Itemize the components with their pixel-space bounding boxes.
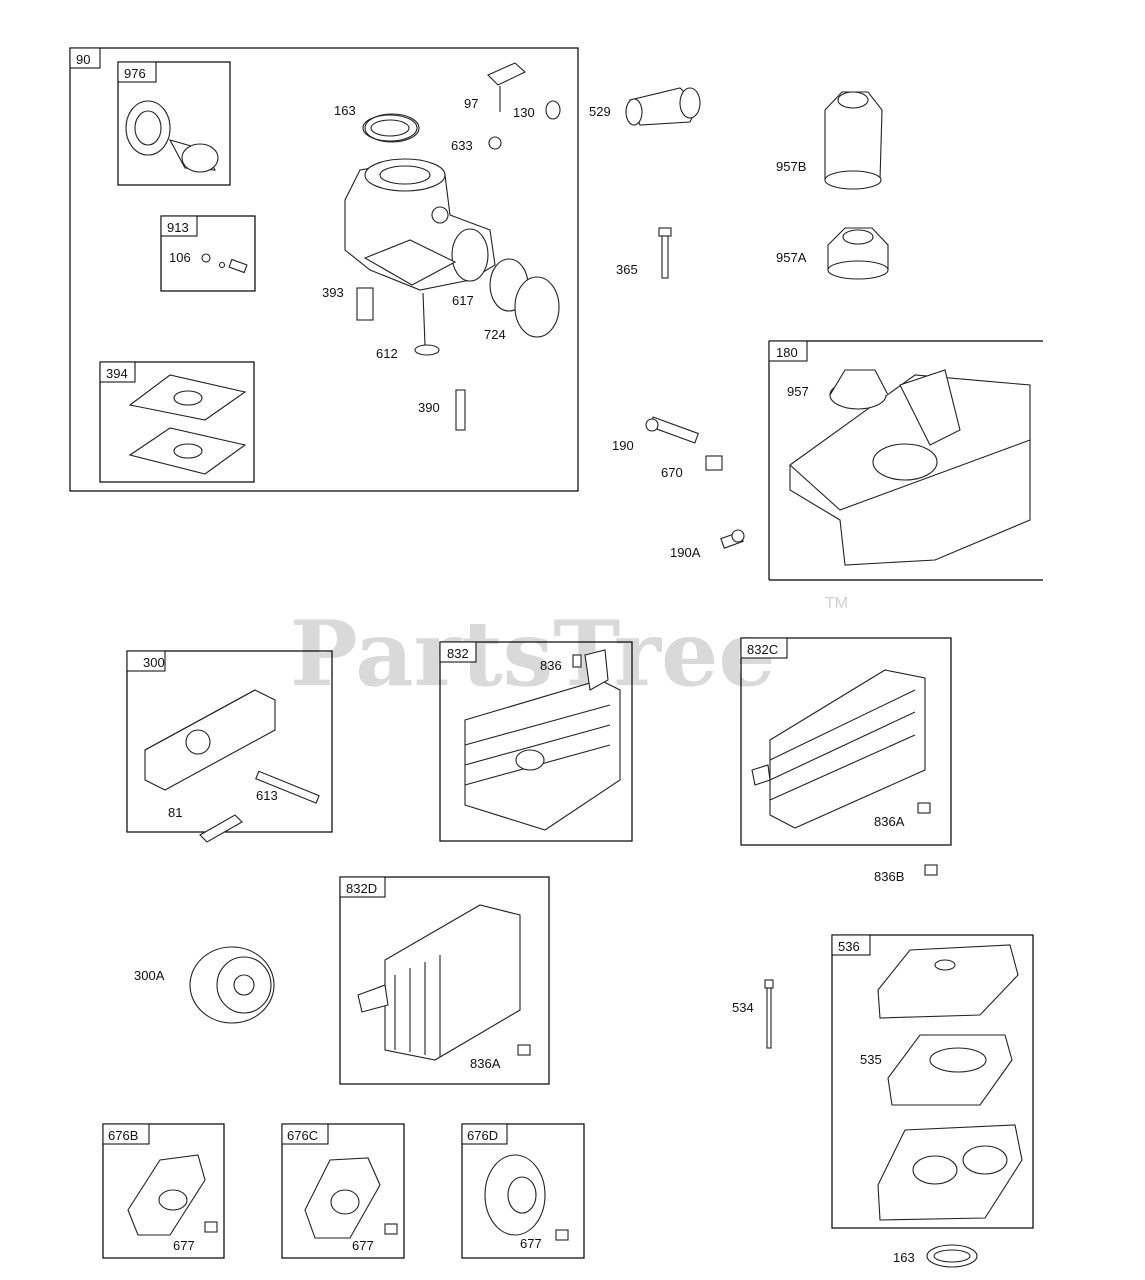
- callout-390: 390: [418, 400, 440, 415]
- group-676C-deflector[interactable]: 676C 677: [281, 1123, 405, 1259]
- callout-535: 535: [860, 1052, 882, 1067]
- callout-836B: 836B: [874, 869, 904, 884]
- carburetor-body[interactable]: [344, 114, 496, 356]
- callout-190A: 190A: [670, 545, 701, 560]
- part-390-spring[interactable]: [455, 389, 466, 431]
- part-130[interactable]: [545, 100, 561, 120]
- group-tag-676D: 676D: [467, 1128, 498, 1143]
- part-534-bolt[interactable]: [764, 979, 774, 1049]
- part-670-spacer[interactable]: [705, 455, 723, 471]
- group-300-muffler[interactable]: 300 81 613: [126, 650, 333, 843]
- callout-957: 957: [787, 384, 809, 399]
- part-300A-muffler[interactable]: [189, 946, 275, 1024]
- group-180-fuel-tank[interactable]: 180: [768, 340, 1043, 581]
- group-tag-676C: 676C: [287, 1128, 318, 1143]
- callout-163-b: 163: [893, 1250, 915, 1265]
- group-tag-394: 394: [106, 366, 128, 381]
- group-536-air-cleaner[interactable]: 536 535: [831, 934, 1034, 1229]
- callout-633: 633: [451, 138, 473, 153]
- part-190-bolt[interactable]: [645, 416, 699, 444]
- callout-677-d: 677: [520, 1236, 542, 1251]
- group-tag-90: 90: [76, 52, 90, 67]
- group-394-gasket-set[interactable]: 394: [99, 361, 255, 483]
- callout-130: 130: [513, 105, 535, 120]
- callout-190: 190: [612, 438, 634, 453]
- part-365-screw[interactable]: [658, 227, 672, 279]
- part-724-gasket[interactable]: [514, 276, 560, 338]
- callout-534: 534: [732, 1000, 754, 1015]
- part-163-gasket[interactable]: [364, 113, 420, 143]
- group-tag-832D: 832D: [346, 881, 377, 896]
- callout-957B: 957B: [776, 159, 806, 174]
- group-tag-180: 180: [776, 345, 798, 360]
- callout-365: 365: [616, 262, 638, 277]
- part-957A-fuel-cap[interactable]: [827, 227, 889, 280]
- group-tag-300: 300: [143, 655, 165, 670]
- callout-529: 529: [589, 104, 611, 119]
- callout-612: 612: [376, 346, 398, 361]
- callout-957A: 957A: [776, 250, 807, 265]
- group-90-carburetor[interactable]: 90 976 913 106 394: [69, 47, 579, 492]
- group-676D-deflector[interactable]: 676D 677: [461, 1123, 585, 1259]
- callout-163: 163: [334, 103, 356, 118]
- part-529-elbow[interactable]: [625, 87, 701, 126]
- callout-836A-c: 836A: [874, 814, 905, 829]
- group-tag-676B: 676B: [108, 1128, 138, 1143]
- part-97-clip[interactable]: [487, 62, 526, 86]
- callout-617: 617: [452, 293, 474, 308]
- part-957B-fuel-cap[interactable]: [824, 91, 883, 190]
- trademark-mark: TM: [825, 595, 848, 612]
- group-tag-832C: 832C: [747, 642, 778, 657]
- part-836B-screw[interactable]: [924, 864, 938, 876]
- group-832C-muffler-guard[interactable]: 832C 836A: [740, 637, 952, 846]
- partstree-watermark: PartsTree: [290, 601, 776, 707]
- callout-724: 724: [484, 327, 506, 342]
- group-832D-muffler-guard[interactable]: 832D 836A: [339, 876, 550, 1085]
- group-tag-832: 832: [447, 646, 469, 661]
- callout-836: 836: [540, 658, 562, 673]
- callout-97: 97: [464, 96, 478, 111]
- callout-613: 613: [256, 788, 278, 803]
- group-913-needle-kit[interactable]: 913 106: [160, 215, 256, 292]
- callout-300A: 300A: [134, 968, 165, 983]
- part-190A-bolt[interactable]: [720, 529, 745, 549]
- callout-836A-d: 836A: [470, 1056, 501, 1071]
- callout-670: 670: [661, 465, 683, 480]
- callout-81: 81: [168, 805, 182, 820]
- callout-106: 106: [169, 250, 191, 265]
- group-976-carb-sleeve[interactable]: 976: [117, 61, 231, 186]
- group-tag-913: 913: [167, 220, 189, 235]
- group-tag-976: 976: [124, 66, 146, 81]
- part-633[interactable]: [488, 136, 502, 150]
- part-393[interactable]: [356, 287, 374, 321]
- group-676B-deflector[interactable]: 676B 677: [102, 1123, 225, 1259]
- part-163-gasket-b[interactable]: [926, 1244, 978, 1268]
- callout-677-c: 677: [352, 1238, 374, 1253]
- callout-393: 393: [322, 285, 344, 300]
- callout-677-b: 677: [173, 1238, 195, 1253]
- group-832-muffler-guard[interactable]: 832 836: [439, 641, 633, 842]
- group-tag-536: 536: [838, 939, 860, 954]
